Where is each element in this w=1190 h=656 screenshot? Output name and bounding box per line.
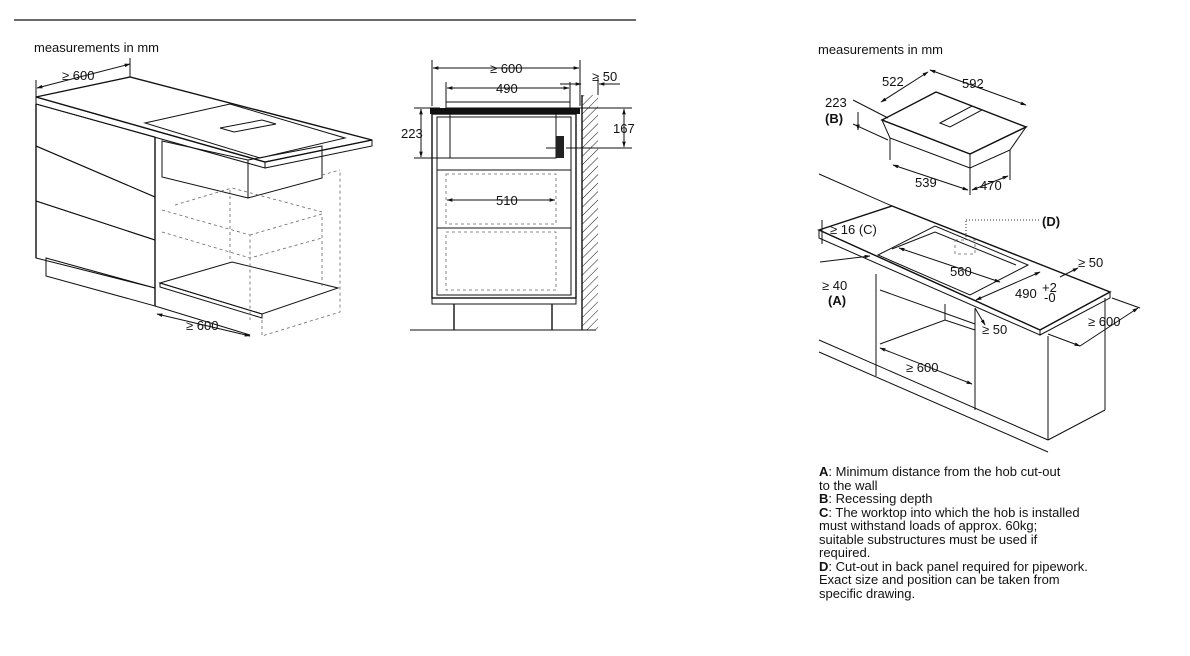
dim-wall-gap: ≥ 50 (592, 69, 617, 84)
legend-item-c: C: The worktop into which the hob is ins… (819, 504, 1159, 560)
island-perspective-drawing (35, 58, 373, 337)
dim-hob-width: 490 (496, 81, 518, 96)
legend-cont: suitable substructures must be used if (819, 531, 1038, 547)
dim-592: 592 (962, 76, 984, 91)
dim-40: ≥ 40 (822, 278, 847, 293)
legend-text: : Cut-out in back panel required for pip… (828, 558, 1088, 574)
dim-539: 539 (915, 175, 937, 190)
legend-text: : The worktop into which the hob is inst… (828, 504, 1080, 520)
dim-510: 510 (496, 193, 518, 208)
legend-key: D (819, 558, 829, 574)
left-header: measurements in mm (34, 40, 159, 55)
label-a: (A) (828, 293, 846, 308)
dim-16-c: ≥ 16 (C) (830, 222, 877, 237)
dim-560: 560 (950, 264, 972, 279)
dim-section-width: ≥ 600 (490, 61, 522, 76)
legend-text: : Minimum distance from the hob cut-out (828, 464, 1061, 479)
tolerance-plus: +2 (1042, 280, 1057, 295)
legend-item-a: A: Minimum distance from the hob cut-out… (819, 465, 1159, 492)
dim-600-bottom: ≥ 600 (906, 360, 938, 375)
legend-cont: to the wall (819, 477, 878, 493)
dim-522: 522 (882, 74, 904, 89)
label-b: (B) (825, 111, 843, 126)
dim-223-right: 223 (825, 95, 847, 110)
section-view-drawing (410, 60, 632, 331)
dim-floor-width: ≥ 600 (186, 318, 218, 333)
dim-470: 470 (980, 178, 1002, 193)
dim-600-right: ≥ 600 (1088, 314, 1120, 329)
right-header: measurements in mm (818, 42, 943, 57)
legend-cont: required. (819, 545, 871, 560)
tolerance-minus: -0 (1044, 290, 1056, 305)
dim-167: 167 (613, 121, 635, 136)
dim-top-width: ≥ 600 (62, 68, 94, 83)
legend-key: A (819, 464, 829, 479)
legend-cont: Exact size and position can be taken fro… (819, 572, 1060, 587)
legend-cont: specific drawing. (819, 585, 916, 601)
legend-text: : Recessing depth (828, 491, 933, 506)
dim-50-bottom: ≥ 50 (982, 322, 1007, 337)
dim-223: 223 (401, 126, 423, 141)
legend-item-d: D: Cut-out in back panel required for pi… (819, 558, 1159, 601)
dim-490-right: 490 (1015, 286, 1037, 301)
legend: A: Minimum distance from the hob cut-out… (819, 465, 1159, 600)
legend-cont: must withstand loads of approx. 60kg; (819, 518, 1038, 533)
hob-and-cutout-drawing (817, 69, 1141, 453)
label-d: (D) (1042, 214, 1060, 229)
legend-item-b: B: Recessing depth (819, 492, 1159, 506)
legend-key: C (819, 504, 829, 520)
legend-key: B (819, 491, 829, 506)
dim-50-top: ≥ 50 (1078, 255, 1103, 270)
